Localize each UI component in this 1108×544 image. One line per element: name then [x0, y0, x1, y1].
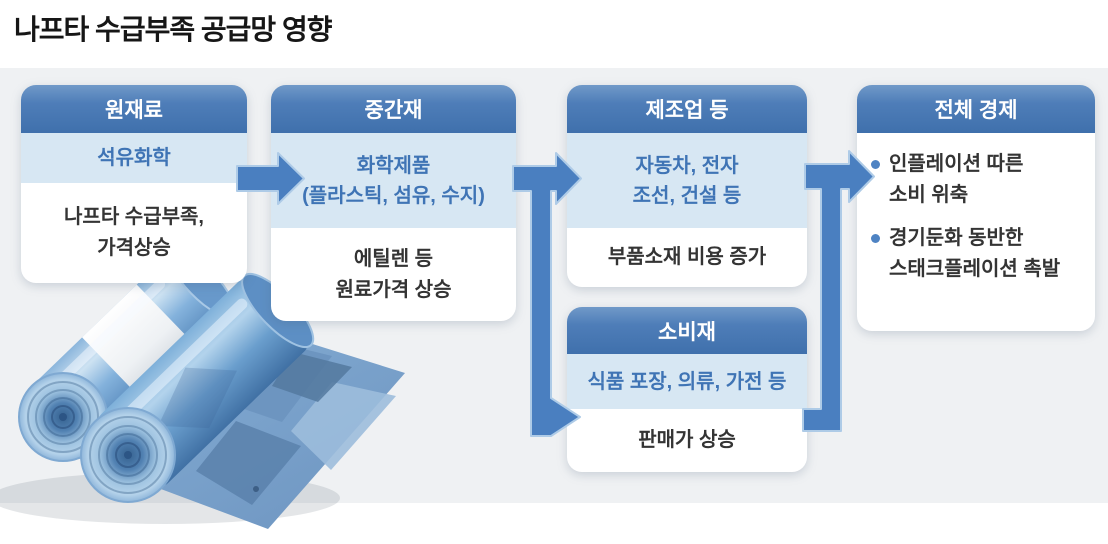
- box-manufacturing: 제조업 등 자동차, 전자 조선, 건설 등 부품소재 비용 증가: [567, 85, 807, 287]
- economy-bullet-text: 경기둔화 동반한 스태크플레이션 촉발: [889, 227, 1061, 280]
- box-consumer-goods-header: 소비재: [567, 307, 807, 354]
- box-intermediate-goods: 중간재 화학제품 (플라스틱, 섬유, 수지) 에틸렌 등 원료가격 상승: [271, 85, 516, 321]
- page-title: 나프타 수급부족 공급망 영향: [14, 14, 332, 45]
- economy-bullet-item: 경기둔화 동반한 스태크플레이션 촉발: [871, 223, 1085, 285]
- box-manufacturing-band: 자동차, 전자 조선, 건설 등: [567, 133, 807, 228]
- box-intermediate-goods-band: 화학제품 (플라스틱, 섬유, 수지): [271, 133, 516, 228]
- box-raw-materials: 원재료 석유화학 나프타 수급부족, 가격상승: [21, 85, 247, 283]
- box-manufacturing-header: 제조업 등: [567, 85, 807, 133]
- box-intermediate-goods-header: 중간재: [271, 85, 516, 133]
- box-consumer-goods: 소비재 식품 포장, 의류, 가전 등 판매가 상승: [567, 307, 807, 472]
- box-intermediate-goods-body: 에틸렌 등 원료가격 상승: [271, 228, 516, 321]
- box-manufacturing-body: 부품소재 비용 증가: [567, 228, 807, 287]
- bag-roll-front-spiral-face: [80, 407, 176, 503]
- box-overall-economy: 전체 경제 인플레이션 따른 소비 위축 경기둔화 동반한 스태크플레이션 촉발: [857, 85, 1095, 331]
- box-raw-materials-header: 원재료: [21, 85, 247, 133]
- bullet-icon: [871, 234, 880, 243]
- box-consumer-goods-body: 판매가 상승: [567, 409, 807, 472]
- box-overall-economy-header: 전체 경제: [857, 85, 1095, 133]
- box-consumer-goods-band: 식품 포장, 의류, 가전 등: [567, 354, 807, 409]
- economy-bullet-text: 인플레이션 따른 소비 위축: [889, 153, 1024, 206]
- box-raw-materials-band: 석유화학: [21, 133, 247, 183]
- bullet-icon: [871, 160, 880, 169]
- box-overall-economy-body: 인플레이션 따른 소비 위축 경기둔화 동반한 스태크플레이션 촉발: [857, 133, 1095, 331]
- economy-bullet-item: 인플레이션 따른 소비 위축: [871, 149, 1085, 211]
- box-raw-materials-body: 나프타 수급부족, 가격상승: [21, 183, 247, 283]
